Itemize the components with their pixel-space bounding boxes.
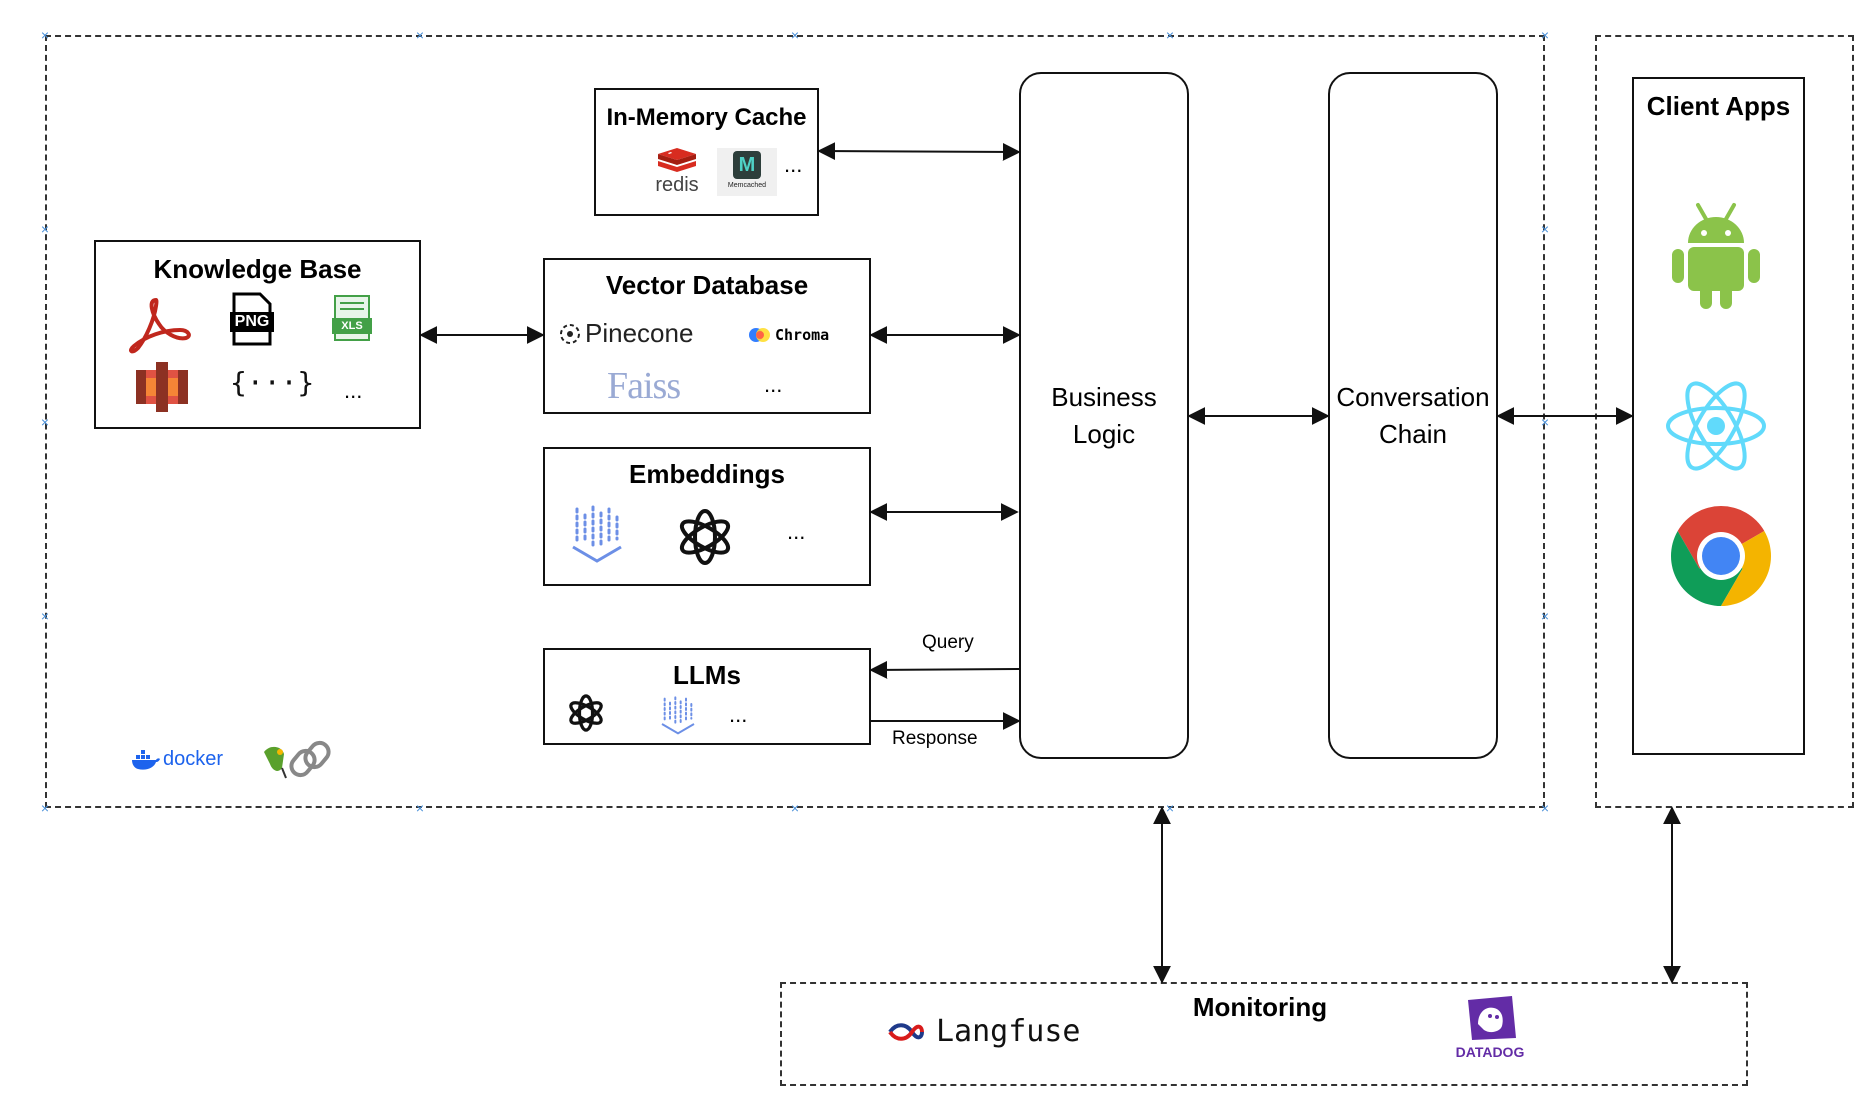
huggingface-embeddings-icon (572, 505, 622, 563)
memcached-icon: M (733, 151, 761, 179)
llms-title: LLMs (673, 660, 741, 690)
docker-logo: docker (132, 748, 223, 771)
xls-icon: XLS (332, 294, 372, 342)
conversation-chain-line2: Chain (1379, 418, 1447, 449)
llms-box[interactable]: LLMs ... (543, 648, 871, 745)
redis-logo: redis (654, 146, 700, 196)
monitoring-title: Monitoring (1192, 992, 1328, 1022)
response-label: Response (892, 728, 978, 749)
json-icon: {···} (230, 366, 315, 399)
faiss-logo: Faiss (607, 365, 681, 407)
pdf-icon (129, 297, 191, 354)
redis-icon (658, 148, 696, 172)
vector-database-box[interactable]: Vector Database Pinecone Chroma Faiss ..… (543, 258, 871, 414)
docker-icon (132, 749, 160, 770)
pinecone-logo: Pinecone (557, 318, 693, 349)
docker-label: docker (163, 748, 224, 770)
client-apps-title: Client Apps (1646, 91, 1791, 121)
knowledge-base-more: ... (344, 378, 363, 403)
redis-label: redis (655, 174, 699, 196)
datadog-icon (1468, 996, 1516, 1040)
datadog-logo: DATADOG (1450, 994, 1530, 1064)
arrow-cache-logic (817, 142, 1021, 161)
openai-icon (679, 509, 731, 565)
chroma-label: Chroma (775, 326, 830, 344)
openai-icon (569, 694, 603, 732)
business-logic-line2: Logic (1072, 418, 1136, 449)
pinecone-label: Pinecone (585, 318, 694, 348)
conversation-chain-line1: Conversation (1336, 381, 1490, 412)
langfuse-icon (888, 1022, 924, 1041)
aws-s3-icon (136, 362, 188, 412)
langfuse-logo: Langfuse (888, 1014, 1081, 1049)
huggingface-llm-icon (661, 696, 695, 735)
knowledge-base-title: Knowledge Base (153, 254, 362, 284)
monitoring-container (780, 982, 1748, 1086)
vector-database-more: ... (764, 372, 783, 397)
client-apps-box[interactable]: Client Apps (1632, 77, 1805, 755)
langfuse-label: Langfuse (936, 1014, 1081, 1049)
datadog-label: DATADOG (1455, 1044, 1525, 1060)
embeddings-title: Embeddings (628, 459, 785, 489)
png-icon: PNG (230, 292, 274, 346)
png-label: PNG (234, 313, 270, 330)
business-logic-box[interactable]: Business Logic (1019, 72, 1189, 759)
langchain-icon (264, 740, 331, 779)
memcached-logo: M Memcached (717, 148, 777, 196)
in-memory-cache-box[interactable]: In-Memory Cache redis M Memcached ... (594, 88, 819, 216)
embeddings-box[interactable]: Embeddings ... (543, 447, 871, 586)
vector-database-title: Vector Database (605, 270, 809, 300)
cache-more: ... (784, 152, 803, 177)
knowledge-base-box[interactable]: Knowledge Base PNG XLS {···} ... (94, 240, 421, 429)
conversation-chain-box[interactable]: Conversation Chain (1328, 72, 1498, 759)
pinecone-icon (560, 323, 580, 344)
in-memory-cache-title: In-Memory Cache (606, 104, 807, 131)
android-icon (1672, 203, 1760, 309)
embeddings-more: ... (787, 519, 806, 544)
chroma-logo: Chroma (748, 326, 829, 344)
arrow-query (869, 660, 1020, 679)
xls-label: XLS (341, 320, 363, 332)
memcached-label: Memcached (727, 182, 767, 189)
llms-more: ... (729, 702, 748, 727)
business-logic-line1: Business (1051, 381, 1157, 412)
query-label: Query (922, 632, 974, 653)
react-icon (1666, 381, 1766, 471)
chroma-icon (749, 328, 770, 342)
chrome-icon (1671, 506, 1771, 606)
